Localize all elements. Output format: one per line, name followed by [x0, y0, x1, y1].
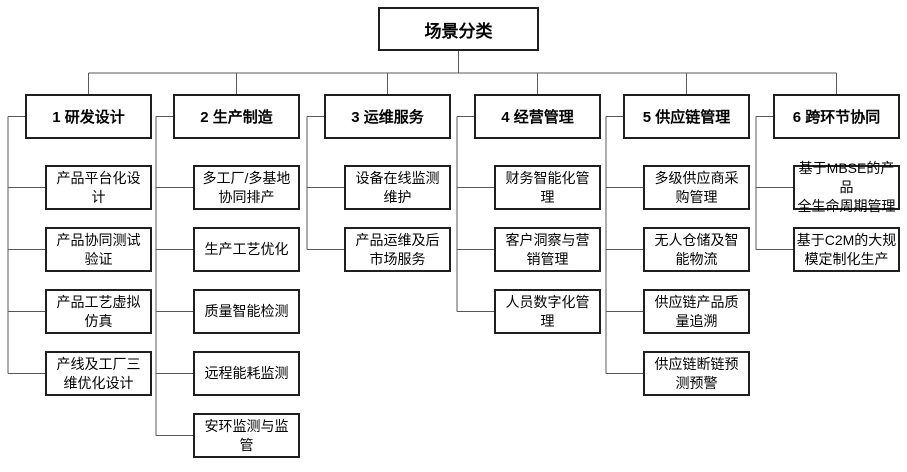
scenario-node-1-4-label: 产线及工厂三 维优化设计 — [56, 355, 141, 391]
scenario-node-5-4-label: 供应链断链预 测预警 — [654, 355, 739, 391]
root-node: 场景分类 — [378, 7, 539, 51]
scenario-node-5-1-label: 多级供应商采 购管理 — [654, 169, 739, 205]
scenario-node-4-3-label: 人员数字化管 理 — [505, 293, 590, 329]
scenario-node-1-1: 产品平台化设 计 — [45, 165, 152, 210]
category-node-5-label: 5 供应链管理 — [642, 109, 731, 126]
scenario-node-2-3-label: 质量智能检测 — [204, 303, 289, 319]
category-node-1-label: 1 研发设计 — [52, 109, 125, 126]
scenario-node-1-2: 产品协同测试 验证 — [45, 227, 152, 272]
scenario-node-1-2-label: 产品协同测试 验证 — [56, 231, 141, 267]
category-node-2-label: 2 生产制造 — [200, 109, 273, 126]
scenario-node-4-2: 客户洞察与营 销管理 — [494, 227, 601, 272]
scenario-node-2-2-label: 生产工艺优化 — [204, 241, 289, 257]
scenario-node-3-2: 产品运维及后 市场服务 — [344, 227, 451, 272]
scenario-node-5-2-label: 无人仓储及智 能物流 — [654, 231, 739, 267]
scenario-node-2-2: 生产工艺优化 — [193, 227, 300, 272]
scenario-node-2-4: 远程能耗监测 — [193, 351, 300, 396]
scenario-node-1-3-label: 产品工艺虚拟 仿真 — [56, 293, 141, 329]
scenario-node-2-5-label: 安环监测与监 管 — [204, 417, 289, 453]
scenario-node-6-1: 基于MBSE的产品 全生命周期管理 — [793, 160, 900, 214]
category-node-5: 5 供应链管理 — [623, 94, 750, 139]
category-node-4: 4 经营管理 — [474, 94, 601, 139]
scenario-node-5-3-label: 供应链产品质 量追溯 — [654, 293, 739, 329]
category-node-4-label: 4 经营管理 — [501, 109, 574, 126]
scenario-node-1-3: 产品工艺虚拟 仿真 — [45, 289, 152, 334]
category-node-1: 1 研发设计 — [25, 94, 152, 139]
category-node-2: 2 生产制造 — [173, 94, 300, 139]
scenario-node-2-1-label: 多工厂/多基地 协同排产 — [202, 169, 291, 205]
scenario-node-6-2: 基于C2M的大规 模定制化生产 — [793, 227, 900, 272]
scenario-node-4-1: 财务智能化管 理 — [494, 165, 601, 210]
scenario-node-4-3: 人员数字化管 理 — [494, 289, 601, 334]
category-node-3-label: 3 运维服务 — [351, 109, 424, 126]
category-node-3: 3 运维服务 — [324, 94, 451, 139]
scenario-node-3-1: 设备在线监测 维护 — [344, 165, 451, 210]
category-node-6-label: 6 跨环节协同 — [792, 109, 881, 126]
scenario-node-2-3: 质量智能检测 — [193, 289, 300, 334]
scenario-node-1-4: 产线及工厂三 维优化设计 — [45, 351, 152, 396]
scenario-node-2-1: 多工厂/多基地 协同排产 — [193, 165, 300, 210]
category-node-6: 6 跨环节协同 — [773, 94, 900, 139]
scenario-node-6-1-label: 基于MBSE的产品 全生命周期管理 — [797, 160, 896, 214]
scenario-node-4-1-label: 财务智能化管 理 — [505, 169, 590, 205]
scenario-node-3-1-label: 设备在线监测 维护 — [355, 169, 440, 205]
scenario-node-5-3: 供应链产品质 量追溯 — [643, 289, 750, 334]
scenario-node-5-1: 多级供应商采 购管理 — [643, 165, 750, 210]
scenario-node-5-4: 供应链断链预 测预警 — [643, 351, 750, 396]
scenario-node-2-4-label: 远程能耗监测 — [204, 365, 289, 381]
scenario-node-3-2-label: 产品运维及后 市场服务 — [355, 231, 440, 267]
scenario-node-6-2-label: 基于C2M的大规 模定制化生产 — [796, 231, 897, 267]
scenario-node-4-2-label: 客户洞察与营 销管理 — [505, 231, 590, 267]
scenario-node-1-1-label: 产品平台化设 计 — [56, 169, 141, 205]
root-label: 场景分类 — [424, 21, 493, 41]
scenario-node-5-2: 无人仓储及智 能物流 — [643, 227, 750, 272]
scenario-node-2-5: 安环监测与监 管 — [193, 413, 300, 458]
